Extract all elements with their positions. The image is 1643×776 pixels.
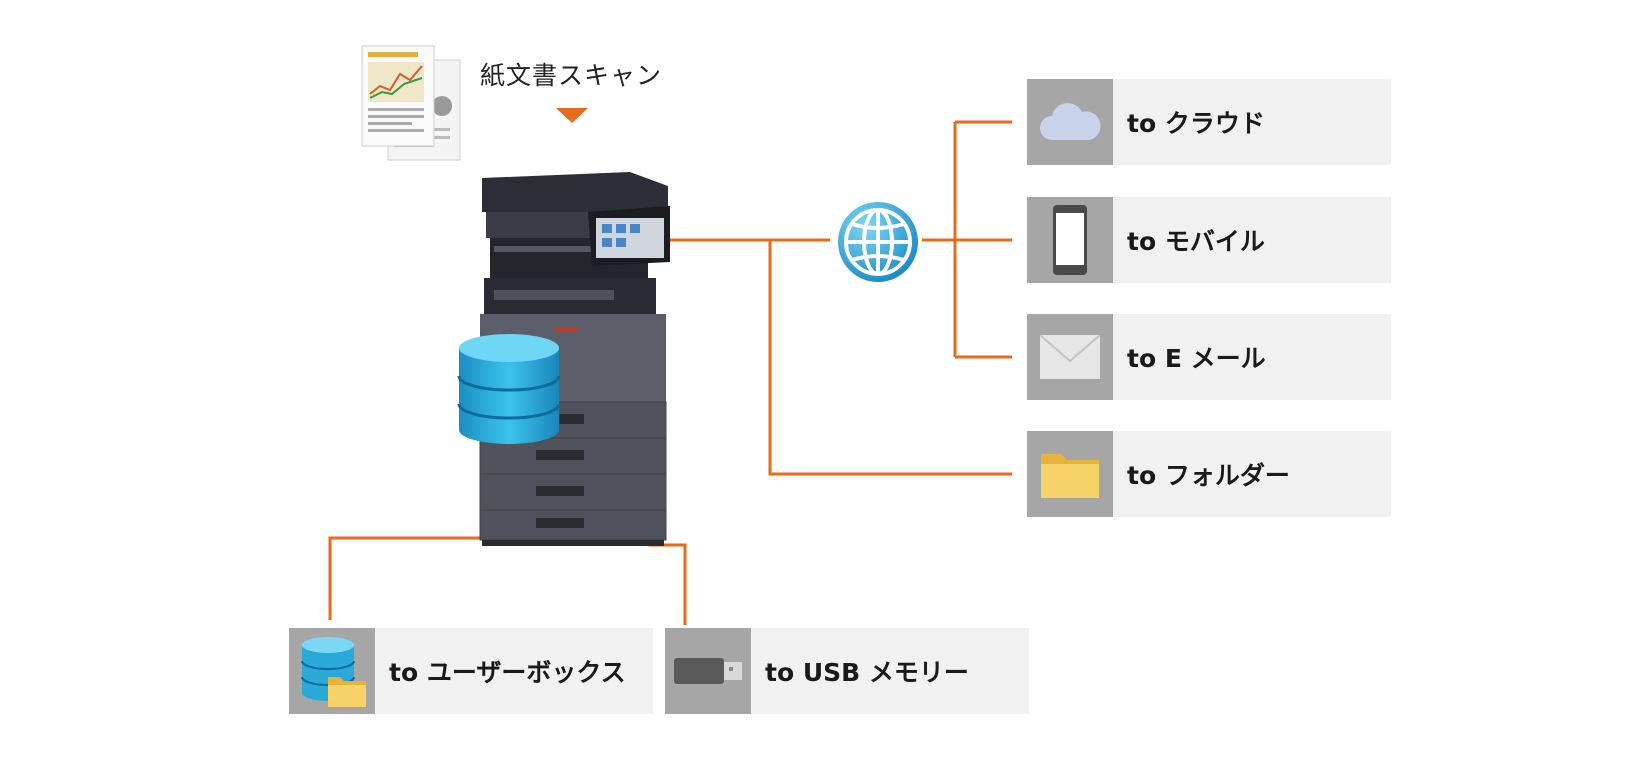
cloud-icon — [1027, 79, 1113, 165]
destination-cloud-label: to クラウド — [1127, 109, 1265, 138]
down-arrow-icon — [556, 108, 588, 123]
folder-icon — [1027, 431, 1113, 517]
destination-userbox: to ユーザーボックス — [289, 628, 653, 714]
paper-documents-icon — [360, 44, 464, 162]
destination-usb-label: to USB メモリー — [765, 658, 969, 687]
printer-illustration — [470, 166, 670, 546]
scan-label: 紙文書スキャン — [480, 61, 663, 90]
destination-userbox-label: to ユーザーボックス — [389, 658, 626, 687]
destination-folder: to フォルダー — [1027, 431, 1391, 517]
destination-email: to E メール — [1027, 314, 1391, 400]
destination-folder-label: to フォルダー — [1127, 461, 1290, 490]
database-folder-icon — [289, 628, 375, 714]
destination-mobile: to モバイル — [1027, 197, 1391, 283]
destination-usb: to USB メモリー — [665, 628, 1029, 714]
smartphone-icon — [1027, 197, 1113, 283]
database-icon — [455, 330, 563, 448]
globe-icon — [836, 200, 920, 284]
line-folder — [768, 240, 1012, 476]
destination-mobile-label: to モバイル — [1127, 227, 1265, 256]
destination-cloud: to クラウド — [1027, 79, 1391, 165]
usb-stick-icon — [665, 628, 751, 714]
destination-email-label: to E メール — [1127, 344, 1266, 373]
envelope-icon — [1027, 314, 1113, 400]
